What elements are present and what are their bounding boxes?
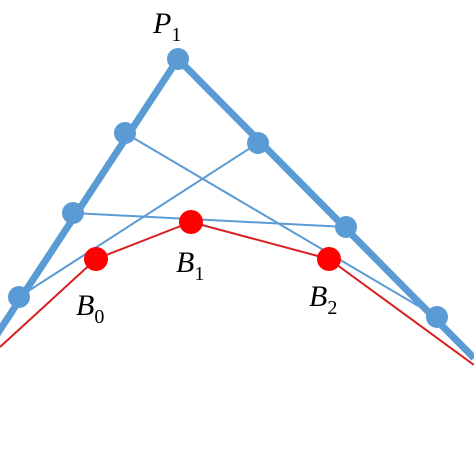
label-p1-sub: 1 — [171, 24, 181, 46]
construction-point-left-3 — [8, 286, 30, 308]
construction-line-a — [124, 132, 438, 318]
label-b1-main: B — [176, 246, 194, 279]
curve-point-b1 — [179, 210, 203, 234]
label-b1: B1 — [176, 246, 204, 285]
control-point-p1 — [167, 48, 189, 70]
construction-point-left-2 — [62, 202, 84, 224]
construction-point-right-3 — [426, 306, 448, 328]
label-b0-main: B — [76, 289, 94, 322]
label-b2: B2 — [309, 280, 337, 319]
construction-line-b — [18, 142, 259, 298]
construction-point-right-1 — [247, 132, 269, 154]
curve-point-b2 — [317, 247, 341, 271]
curve-point-b0 — [84, 247, 108, 271]
construction-point-left-1 — [114, 122, 136, 144]
label-p1: P1 — [152, 7, 181, 46]
label-b0-sub: 0 — [94, 306, 104, 328]
label-b0: B0 — [76, 289, 104, 328]
label-p1-main: P — [152, 7, 171, 40]
label-b1-sub: 1 — [194, 263, 204, 285]
construction-point-right-2 — [335, 216, 357, 238]
curve-polyline — [0, 220, 474, 366]
construction-line-c — [72, 212, 347, 228]
label-b2-sub: 2 — [327, 297, 337, 319]
label-b2-main: B — [309, 280, 327, 313]
